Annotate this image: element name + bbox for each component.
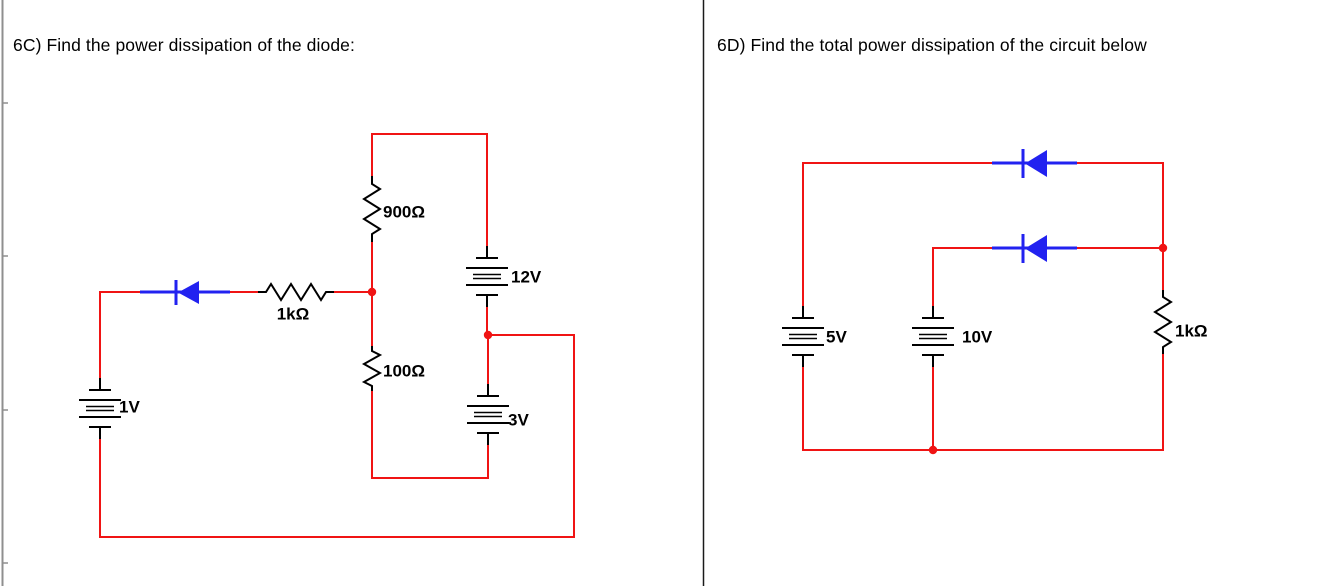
junctions-6c: [367, 287, 493, 340]
question-title-6d: 6D) Find the total power dissipation of …: [717, 35, 1147, 55]
battery-5v: 5V: [781, 305, 847, 368]
junctions-6d: [928, 243, 1168, 455]
resistor-100ohm-label: 100Ω: [383, 361, 425, 380]
battery-12v-label: 12V: [511, 267, 542, 286]
resistor-900ohm: 900Ω: [362, 176, 425, 242]
wires-6d: [802, 162, 1164, 451]
page-edge-ruler: [1, 0, 8, 586]
wires-6c: [99, 133, 575, 538]
resistor-100ohm: 100Ω: [361, 346, 425, 391]
battery-10v-label: 10V: [962, 327, 993, 346]
battery-3v: 3V: [466, 383, 529, 446]
resistor-1kohm-6d: 1kΩ: [1153, 290, 1208, 354]
battery-12v: 12V: [465, 245, 542, 308]
diode-6c: [140, 280, 230, 305]
battery-10v: 10V: [911, 305, 993, 368]
circuit-6c: 900Ω 1kΩ 100Ω 12V 3V 1V: [78, 133, 575, 538]
resistor-900ohm-label: 900Ω: [383, 202, 425, 221]
resistor-1kohm-6c-label: 1kΩ: [277, 304, 310, 323]
battery-1v: 1V: [78, 377, 140, 440]
diode-6d-middle: [992, 234, 1077, 263]
battery-5v-label: 5V: [826, 327, 847, 346]
battery-1v-label: 1V: [119, 397, 140, 416]
diode-6d-top: [992, 149, 1077, 178]
question-title-6c: 6C) Find the power dissipation of the di…: [13, 35, 355, 55]
circuit-6d: 5V 10V 1kΩ: [781, 149, 1208, 455]
resistor-1kohm-6d-label: 1kΩ: [1175, 321, 1208, 340]
resistor-1kohm-6c: 1kΩ: [258, 282, 334, 323]
battery-3v-label: 3V: [508, 410, 529, 429]
